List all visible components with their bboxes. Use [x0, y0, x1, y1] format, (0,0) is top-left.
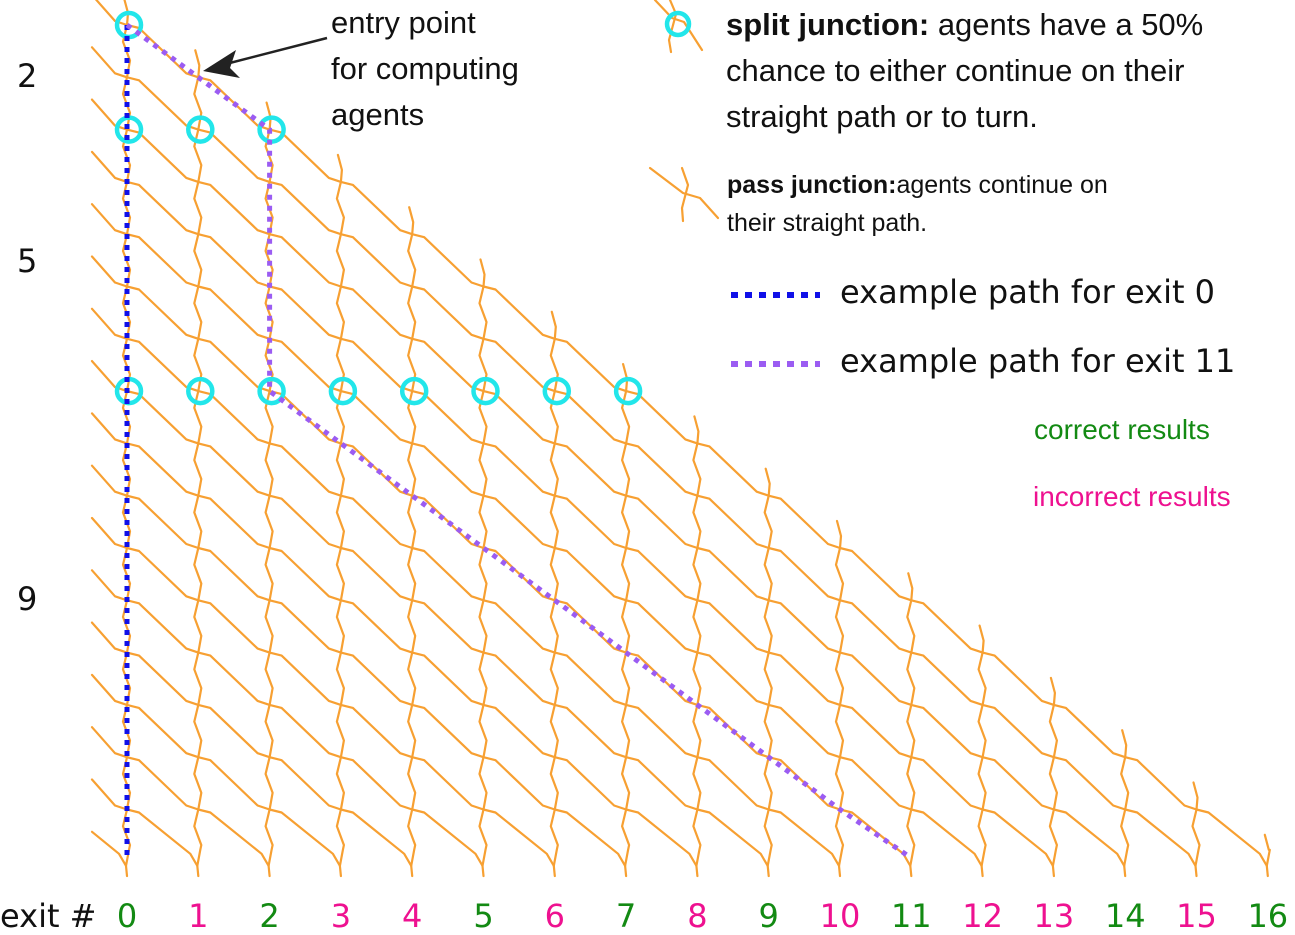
diagonal-track [90, 569, 484, 867]
entry-line-3: agents [331, 97, 425, 132]
entry-line-2: for computing [331, 51, 519, 86]
split-junction-ring [471, 376, 500, 406]
exit-label: 10 [819, 897, 861, 935]
exit-label: 6 [544, 897, 565, 935]
exit-label: 1 [188, 897, 209, 935]
diagonal-track [90, 307, 841, 867]
diagonal-track [90, 412, 698, 867]
column-track [692, 415, 702, 878]
exit-label: 12 [962, 897, 1003, 935]
column-track [763, 467, 773, 878]
column-track [335, 153, 345, 878]
pass-title: pass junction: [727, 171, 897, 199]
split-junction-ring [399, 376, 429, 406]
split-line-1: agents have a 50% [929, 7, 1204, 42]
legend-path-exit11: example path for exit 11 [840, 342, 1236, 380]
split-junction-ring [186, 376, 215, 406]
pass-line-1: agents continue on [896, 171, 1108, 199]
legend-incorrect-results: incorrect results [1033, 481, 1231, 512]
diagonal-track [90, 516, 555, 867]
split-junction-ring [328, 376, 358, 406]
column-track [478, 258, 488, 878]
column-track [1263, 833, 1271, 878]
exit-label: 3 [330, 897, 352, 935]
split-title: split junction: [726, 7, 930, 42]
example-path-exit11 [125, 22, 913, 861]
column-track [1191, 781, 1201, 878]
column-track [1048, 676, 1059, 878]
diagonal-track [90, 778, 199, 867]
exit-label: 15 [1176, 897, 1217, 935]
legend-icons [648, 0, 820, 367]
exit-label: 7 [615, 897, 637, 935]
diagonal-track [90, 46, 1197, 867]
exit-label: 13 [1033, 897, 1075, 935]
legend-path-exit0: example path for exit 0 [840, 273, 1216, 311]
legend-split-junction: split junction: agents have a 50% chance… [726, 2, 1203, 140]
diagonal-track [90, 464, 627, 867]
split-junction-ring [257, 376, 286, 406]
exit-label: 8 [687, 897, 708, 935]
column-track [620, 363, 631, 878]
exit-label: 4 [402, 897, 423, 935]
split-line-3: straight path or to turn. [726, 99, 1038, 134]
column-track [1120, 729, 1130, 878]
diagonal-track [90, 150, 1055, 867]
diagonal-track [90, 98, 1126, 867]
entry-line-1: entry point [331, 5, 476, 40]
example-paths [124, 22, 913, 861]
diagonal-track [90, 203, 983, 867]
exit-axis-prefix: exit # [0, 897, 97, 935]
split-junction-rings [114, 10, 643, 406]
entry-point-arrow-icon [203, 36, 328, 78]
split-junction-ring [542, 376, 572, 406]
exit-label: 11 [890, 897, 932, 935]
pass-line-2: their straight path. [727, 209, 928, 237]
diagonal-track [90, 360, 769, 867]
split-junction-ring [613, 376, 643, 406]
exit-label: 0 [116, 897, 138, 935]
diagonal-track [90, 726, 270, 867]
diagonal-track [90, 673, 341, 867]
diagonal-track [90, 830, 128, 867]
diagonal-track [94, 0, 1268, 867]
column-track [193, 49, 203, 878]
column-track [906, 572, 916, 878]
row-label: 2 [17, 57, 38, 95]
exit-label: 2 [259, 897, 280, 935]
legend-pass-junction: pass junction:agents continue on their s… [727, 166, 1108, 242]
column-track [834, 519, 845, 878]
exit-label: 14 [1104, 897, 1146, 935]
column-track [977, 624, 987, 878]
column-track [407, 206, 417, 878]
split-line-2: chance to either continue on their [726, 53, 1185, 88]
split-junction-ring [186, 115, 215, 144]
diagonal-track [90, 621, 413, 867]
column-track [549, 310, 559, 878]
row-label: 9 [17, 580, 38, 618]
exit-label: 16 [1247, 897, 1289, 935]
row-label: 5 [17, 242, 38, 280]
entry-point-annotation: entry point for computing agents [331, 0, 519, 138]
exit-label: 9 [758, 897, 779, 935]
exit-label: 5 [473, 897, 494, 935]
legend-correct-results: correct results [1034, 414, 1210, 445]
